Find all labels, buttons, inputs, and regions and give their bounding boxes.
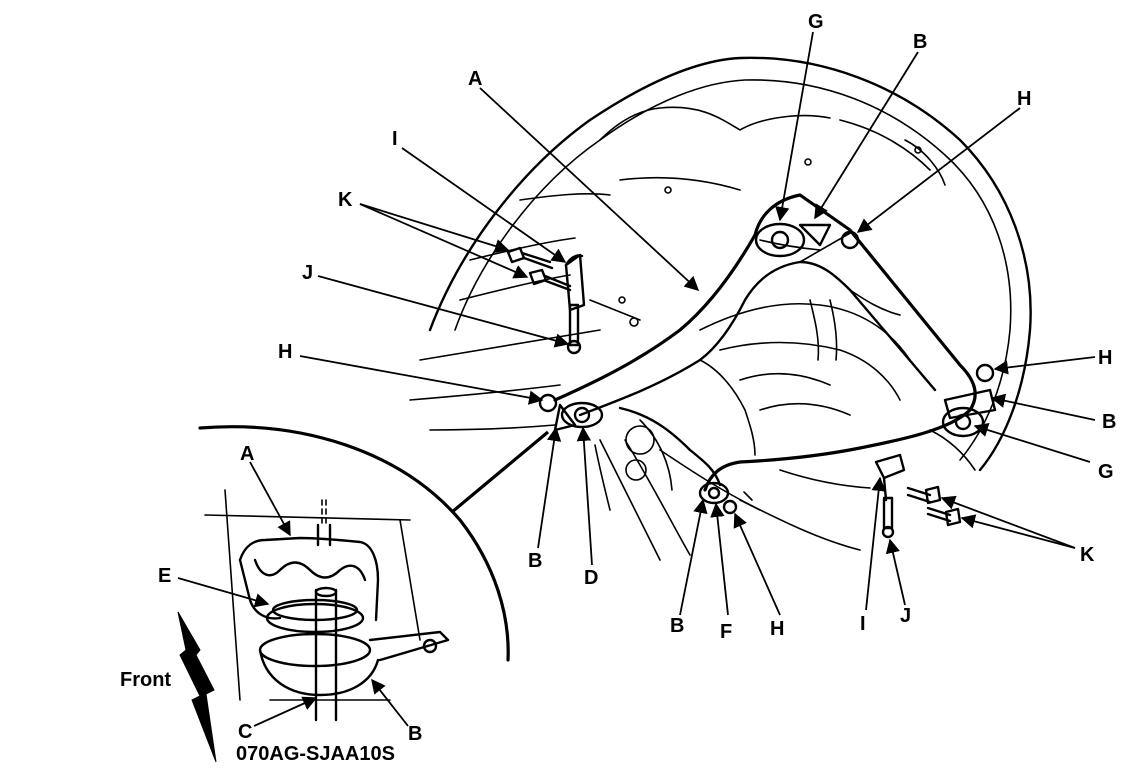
front-subframe [538, 193, 997, 515]
callout-j-left: J [302, 262, 313, 284]
callout-c-inset: C [238, 721, 252, 743]
detail-pointer [450, 430, 550, 514]
callout-i-right: I [860, 613, 866, 635]
callout-h-top-right: H [1017, 88, 1031, 110]
callout-b-top: B [913, 31, 927, 53]
callout-f: F [720, 621, 732, 643]
left-stiffener-bracket [506, 246, 641, 355]
callout-h-bottom: H [770, 618, 784, 640]
callout-g-right: G [1098, 461, 1114, 483]
callout-labels: A G B H I K J H H B G B D B F H I J K A … [158, 11, 1116, 745]
callout-k-right: K [1080, 544, 1095, 566]
leader-lines [299, 31, 1096, 616]
detail-inset [177, 425, 510, 727]
callout-k-left: K [338, 189, 353, 211]
callout-a-main: A [468, 68, 482, 90]
callout-h-left: H [278, 341, 292, 363]
front-direction-arrow: Front [120, 611, 217, 763]
figure-code: 070AG-SJAA10S [236, 743, 395, 765]
front-label: Front [120, 669, 171, 691]
callout-b-right: B [1102, 411, 1116, 433]
callout-b-left-lower: B [528, 550, 542, 572]
callout-i-left: I [392, 128, 398, 150]
callout-e-inset: E [158, 565, 171, 587]
callout-b-inset: B [408, 723, 422, 745]
callout-h-right: H [1098, 347, 1112, 369]
callout-a-inset: A [240, 443, 254, 465]
right-stiffener-bracket [874, 453, 962, 539]
callout-j-right: J [900, 605, 911, 627]
callout-d: D [584, 567, 598, 589]
callout-g-top: G [808, 11, 824, 33]
callout-b-rear-lower: B [670, 615, 684, 637]
vehicle-body-outline [409, 56, 1032, 561]
